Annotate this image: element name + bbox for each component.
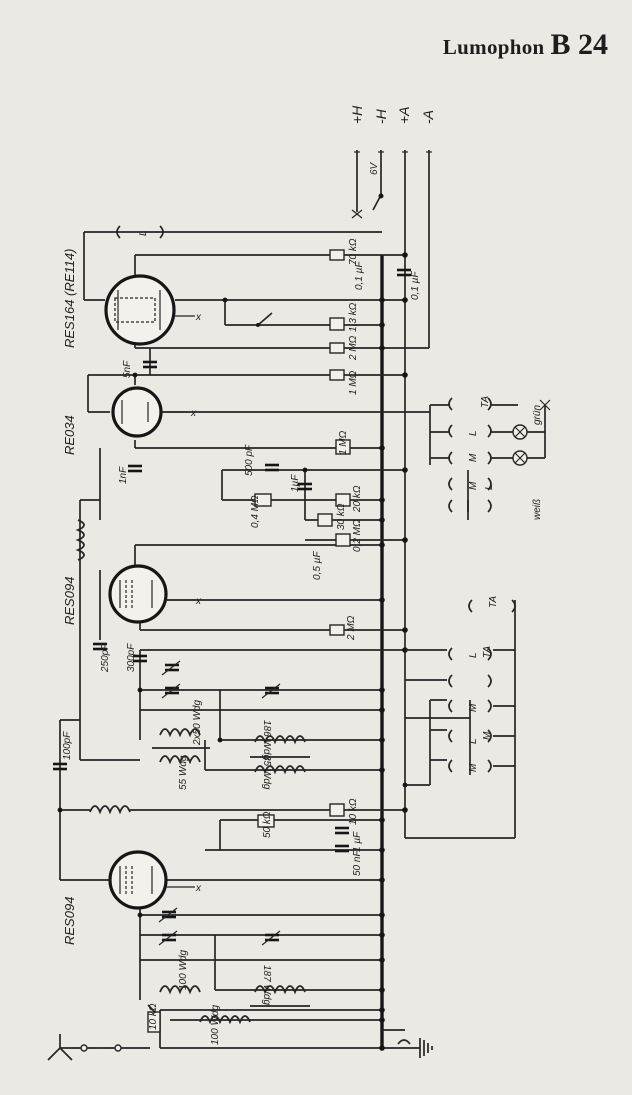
terminal-minus-a: -A — [420, 110, 436, 124]
svg-text:x: x — [195, 312, 202, 323]
lamp-white: weiß — [532, 499, 543, 520]
svg-text:1 MΩ: 1 MΩ — [348, 370, 359, 395]
resistor-1k3 — [329, 317, 345, 331]
svg-text:L: L — [468, 430, 479, 436]
svg-text:M: M — [468, 481, 479, 490]
resistor-0m2 — [335, 533, 351, 547]
supply-terminals: +H -H +A -A 6V — [349, 105, 436, 175]
speaker: L — [116, 225, 164, 239]
svg-text:L: L — [468, 652, 479, 658]
label-tube-1: RES164 (RE114) — [62, 249, 77, 348]
svg-text:0,2 MΩ: 0,2 MΩ — [352, 519, 363, 552]
svg-text:20 kΩ: 20 kΩ — [352, 485, 363, 513]
svg-text:186 Wdg: 186 Wdg — [261, 720, 272, 760]
coils — [75, 519, 310, 1025]
tube-re034: x — [111, 386, 197, 438]
resistor-70k — [329, 249, 345, 261]
svg-text:1 MΩ: 1 MΩ — [338, 430, 349, 455]
svg-text:TA: TA — [488, 596, 499, 608]
lamp-green: grün — [532, 405, 543, 425]
svg-text:1µF: 1µF — [290, 474, 301, 492]
svg-text:250pF: 250pF — [100, 643, 111, 673]
svg-text:5nF: 5nF — [122, 360, 133, 378]
terminal-plus-a: +A — [396, 106, 412, 124]
svg-text:10 kΩ: 10 kΩ — [148, 1003, 159, 1030]
model-number: B 24 — [550, 28, 608, 61]
ground-symbol — [397, 1038, 433, 1058]
label-tube-4: RES094 — [62, 897, 77, 945]
svg-text:M: M — [468, 453, 479, 462]
resistor-2m-b — [329, 624, 345, 636]
resistor-30k — [317, 513, 333, 527]
svg-text:L: L — [468, 738, 479, 744]
svg-text:x: x — [195, 596, 202, 607]
svg-text:L: L — [484, 484, 495, 490]
resistor-0m4 — [254, 493, 272, 507]
svg-text:70 kΩ: 70 kΩ — [348, 238, 359, 265]
svg-text:100pF: 100pF — [62, 731, 73, 760]
resistors — [147, 249, 351, 1033]
svg-text:TA: TA — [482, 646, 493, 658]
label-tube-3: RES094 — [62, 577, 77, 625]
svg-text:1 µF: 1 µF — [352, 831, 363, 852]
label-tube-2: RE034 — [62, 415, 77, 455]
svg-text:500 pF: 500 pF — [244, 444, 255, 476]
svg-text:1nF: 1nF — [118, 466, 129, 484]
svg-text:50 nF: 50 nF — [352, 850, 363, 876]
svg-text:30 kΩ: 30 kΩ — [336, 503, 347, 530]
tube-res164: x — [104, 274, 202, 346]
svg-text:50 kΩ: 50 kΩ — [262, 811, 273, 838]
svg-text:100 Wdg: 100 Wdg — [178, 950, 189, 990]
svg-text:2x50 Wdg: 2x50 Wdg — [192, 700, 203, 746]
resistor-50k — [257, 814, 275, 828]
svg-text:M: M — [468, 763, 479, 772]
svg-text:0,1 µF: 0,1 µF — [410, 271, 421, 300]
switch-voltage: 6V — [369, 161, 380, 175]
switch-block: TA L M M L TA L TA M M L M grün weiß — [405, 396, 551, 785]
svg-text:2 MΩ: 2 MΩ — [348, 335, 359, 361]
tube-res094-a: x — [108, 564, 202, 624]
junction-dots — [57, 252, 408, 1051]
svg-text:0,5 µF: 0,5 µF — [312, 551, 323, 580]
terminal-plus-h: +H — [349, 105, 365, 124]
svg-text:TA: TA — [480, 396, 491, 408]
svg-text:0,4 MΩ: 0,4 MΩ — [250, 495, 261, 528]
svg-text:300pF: 300pF — [126, 643, 137, 672]
resistor-10k-a — [329, 803, 345, 817]
svg-text:L: L — [138, 230, 149, 236]
svg-text:M: M — [482, 731, 493, 740]
resistor-20k — [335, 493, 351, 507]
tube-res094-b: x — [108, 850, 202, 910]
terminal-minus-h: -H — [373, 108, 389, 124]
svg-text:M: M — [468, 703, 479, 712]
resistor-1m-a — [329, 369, 345, 381]
svg-text:0,1 µF: 0,1 µF — [354, 261, 365, 290]
resistor-1m-b — [335, 439, 351, 455]
svg-text:187 Wdg: 187 Wdg — [261, 965, 272, 1005]
maker-name: Lumophon — [442, 35, 545, 59]
capacitors — [53, 268, 411, 946]
component-labels: 70 kΩ 1,3 kΩ 2 MΩ 1 MΩ 0,1 µF 0,1 µF 5nF… — [62, 238, 421, 1045]
antenna — [47, 1034, 122, 1061]
svg-text:x: x — [195, 883, 202, 894]
svg-text:1,3 kΩ: 1,3 kΩ — [348, 302, 359, 332]
svg-text:100 Wdg: 100 Wdg — [210, 1005, 221, 1045]
svg-text:2 MΩ: 2 MΩ — [346, 615, 357, 641]
svg-text:x: x — [190, 408, 197, 419]
svg-text:10 kΩ: 10 kΩ — [348, 798, 359, 825]
potentiometer-10k — [147, 1011, 161, 1033]
svg-text:35 Wdg: 35 Wdg — [261, 755, 272, 790]
resistor-2m — [329, 342, 345, 354]
svg-text:55 Wdg: 55 Wdg — [178, 755, 189, 790]
